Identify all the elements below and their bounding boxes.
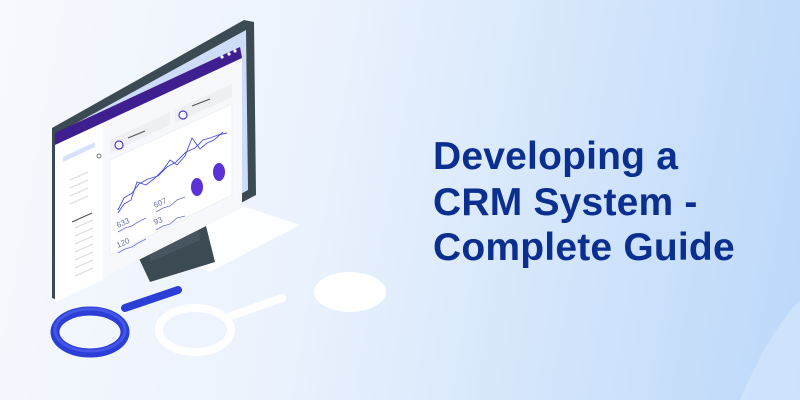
window-dot [233,49,237,53]
sidebar-search-input [63,142,95,162]
chart-series [117,132,228,211]
magnifier-icon [50,286,182,358]
title-line: Developing a [433,135,679,178]
pie-chart [191,178,203,196]
page-title: Developing a CRM System - Complete Guide [433,134,735,271]
search-icon [96,153,102,159]
chart-series [117,131,224,214]
pie-chart [213,163,225,181]
app-sidebar [55,123,103,302]
title-line: Complete Guide [433,226,735,269]
magnifier-shadow [155,294,286,356]
window-dot [227,52,231,56]
decorative-arc [740,300,800,400]
title-line: CRM System - [433,180,698,224]
window-dot [220,55,224,59]
stat-value: 93 [152,215,164,227]
floor-disc [314,272,386,312]
app-header [55,47,242,145]
summary-card [175,84,232,123]
monitor-icon: 607 633 93 120 [52,20,256,302]
